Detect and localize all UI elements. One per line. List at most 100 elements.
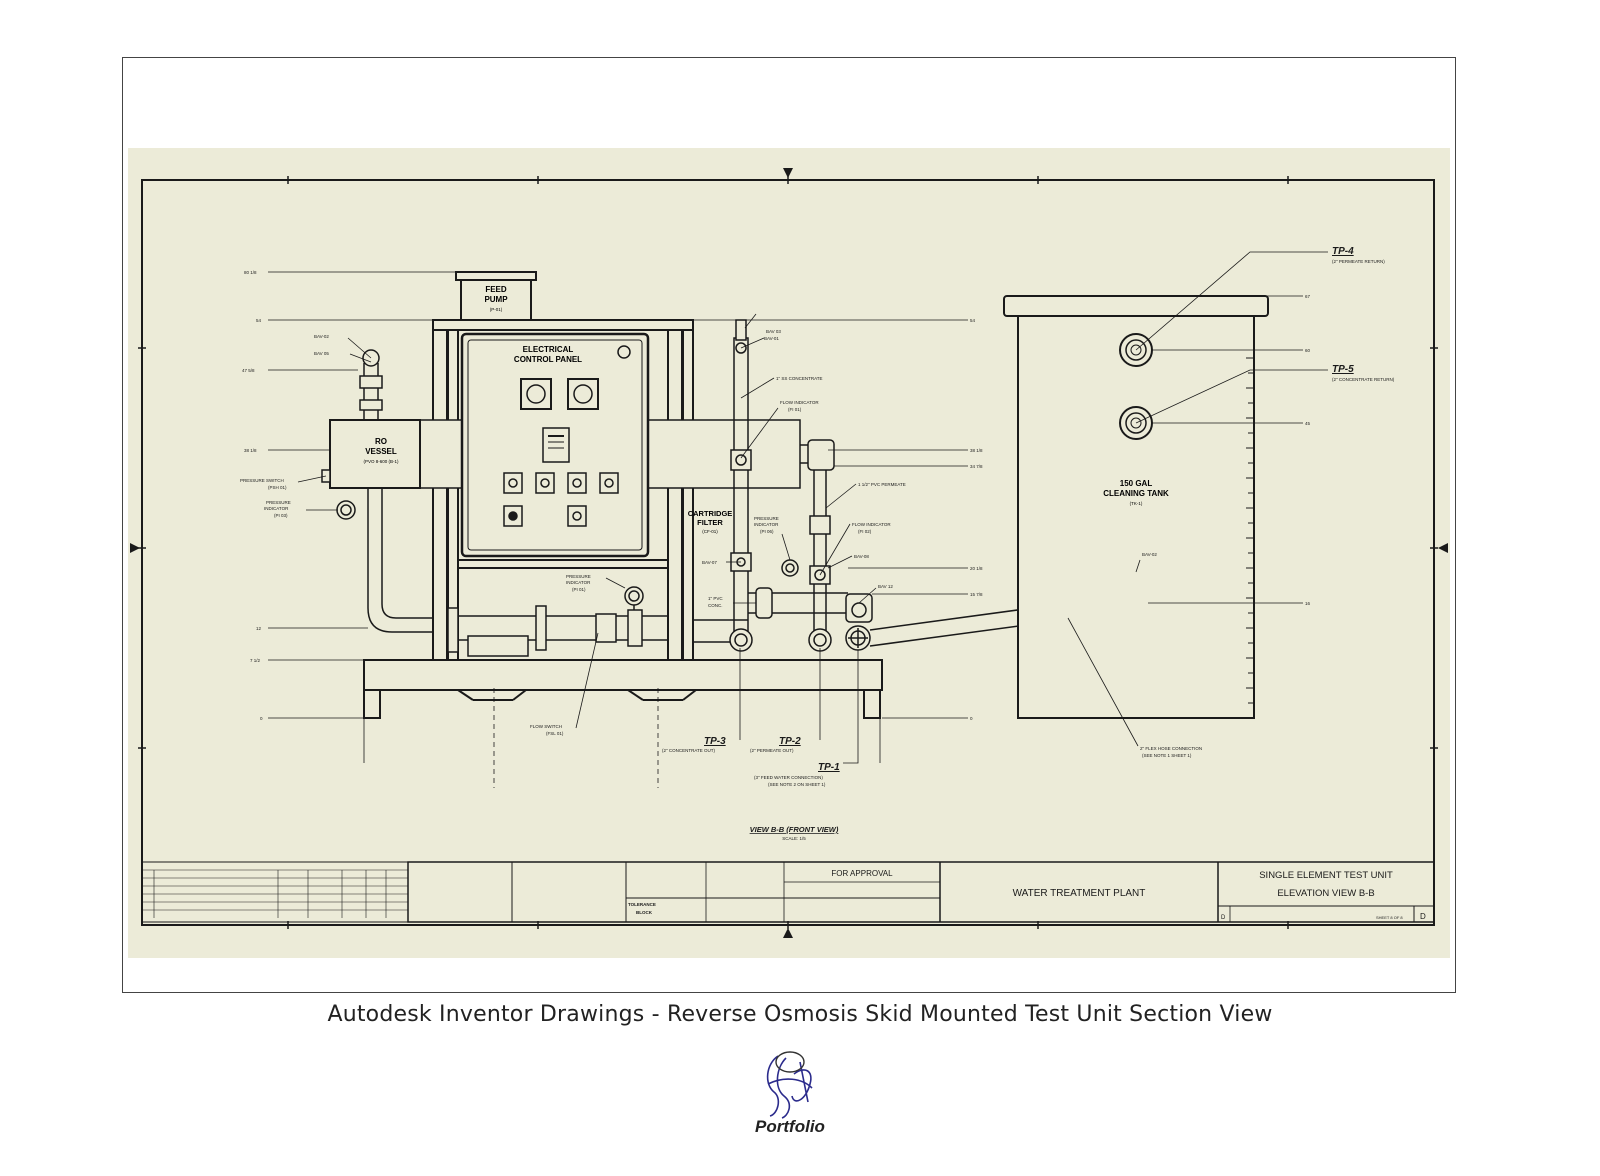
leader-lines xyxy=(297,251,1328,764)
switch-icon xyxy=(503,472,619,527)
svg-text:(FSL 01): (FSL 01) xyxy=(546,731,564,736)
svg-text:CONC.: CONC. xyxy=(708,603,723,608)
cartridge-tag: (CF-01) xyxy=(702,529,718,534)
feed-pump-label-2: PUMP xyxy=(484,295,508,304)
svg-text:1 1/2" PVC PERMEATE: 1 1/2" PVC PERMEATE xyxy=(858,482,906,487)
svg-text:INDICATOR: INDICATOR xyxy=(754,522,779,527)
sheet-size-small: D xyxy=(1221,915,1226,921)
svg-text:(FI 02): (FI 02) xyxy=(858,529,872,534)
svg-text:(2" PERMEATE RETURN): (2" PERMEATE RETURN) xyxy=(1332,259,1385,264)
dimension-values: 80 1/8 54 47 5/8 38 1/8 12 7 1/2 0 54 38… xyxy=(242,270,1311,721)
svg-text:12: 12 xyxy=(256,626,262,631)
svg-text:1" SS CONCENTRATE: 1" SS CONCENTRATE xyxy=(776,376,823,381)
tank-tag: (TK-1) xyxy=(1130,501,1143,506)
gauge-icon xyxy=(567,378,599,410)
feed-pump-tag: (P-01) xyxy=(490,307,503,312)
portfolio-logo: Portfolio xyxy=(755,1051,825,1136)
scale-label: SCALE: 1/5 xyxy=(782,836,806,841)
svg-text:45: 45 xyxy=(1305,421,1311,426)
svg-text:FLOW SWITCH: FLOW SWITCH xyxy=(530,724,562,729)
svg-text:BAV-02: BAV-02 xyxy=(1142,552,1157,557)
view-label: VIEW B-B (FRONT VIEW) xyxy=(750,825,839,834)
approval-status: FOR APPROVAL xyxy=(831,869,893,878)
drawing-subtitle: ELEVATION VIEW B-B xyxy=(1277,888,1374,899)
svg-text:80 1/8: 80 1/8 xyxy=(244,270,257,275)
signature-icon xyxy=(766,1055,813,1119)
svg-text:BAV-08: BAV-08 xyxy=(854,554,869,559)
feed-piping xyxy=(447,586,748,657)
sheet-size: D xyxy=(1420,912,1426,921)
dimension-lines xyxy=(268,271,1303,763)
svg-text:0: 0 xyxy=(970,716,973,721)
svg-text:BAV 05: BAV 05 xyxy=(314,351,329,356)
svg-text:(FI 01): (FI 01) xyxy=(788,407,802,412)
svg-text:0: 0 xyxy=(260,716,263,721)
engineering-drawing: FEED PUMP (P-01) RO VESSEL (PVO 8-600 (B… xyxy=(128,148,1450,958)
pressure-gauge-icon xyxy=(624,586,644,606)
svg-text:PRESSURE: PRESSURE xyxy=(266,500,291,505)
panel-label: ELECTRICAL xyxy=(523,345,574,354)
pressure-gauge-icon xyxy=(781,559,799,577)
svg-text:(SEE NOTE 1 SHEET 1): (SEE NOTE 1 SHEET 1) xyxy=(1142,753,1192,758)
svg-text:15 7/8: 15 7/8 xyxy=(970,592,983,597)
electrical-control-panel: ELECTRICAL CONTROL PANEL xyxy=(460,332,650,558)
svg-text:34 7/8: 34 7/8 xyxy=(970,464,983,469)
svg-text:16: 16 xyxy=(1305,601,1311,606)
ring-icon xyxy=(775,1051,805,1073)
drawing-title: SINGLE ELEMENT TEST UNIT xyxy=(1259,870,1393,881)
svg-text:BAV-02: BAV-02 xyxy=(314,334,329,339)
svg-text:BAV-07: BAV-07 xyxy=(702,560,717,565)
cleaning-tank: 150 GAL CLEANING TANK (TK-1) xyxy=(1003,295,1269,719)
skid-base xyxy=(363,659,883,719)
center-arrows xyxy=(130,168,1448,938)
sheet-number: SHEET 8 OF 8 xyxy=(1376,915,1403,920)
tp1-label: TP-1 xyxy=(818,762,840,773)
cartridge-label: CARTRIDGE xyxy=(688,509,733,518)
svg-text:PRESSURE: PRESSURE xyxy=(566,574,591,579)
svg-text:2" FLEX HOSE CONNECTION: 2" FLEX HOSE CONNECTION xyxy=(1140,746,1202,751)
indicator-light-icon xyxy=(617,345,631,359)
valve-icon xyxy=(808,628,832,652)
svg-text:54: 54 xyxy=(256,318,262,323)
feed-pump: FEED PUMP (P-01) xyxy=(455,271,537,321)
level-scale xyxy=(1246,357,1254,704)
hidden-centerlines xyxy=(493,688,659,788)
svg-text:(3" FEED WATER CONNECTION): (3" FEED WATER CONNECTION) xyxy=(754,775,823,780)
svg-text:BAV 12: BAV 12 xyxy=(878,584,893,589)
ro-vessel-label: RO xyxy=(375,437,387,446)
tp2-label: TP-2 xyxy=(779,736,801,747)
pressure-gauge-icon xyxy=(336,500,356,520)
svg-text:(2" CONCENTRATE RETURN): (2" CONCENTRATE RETURN) xyxy=(1332,377,1395,382)
ro-vessel-label-2: VESSEL xyxy=(365,447,397,456)
svg-text:PRESSURE SWITCH: PRESSURE SWITCH xyxy=(240,478,284,483)
svg-text:INDICATOR: INDICATOR xyxy=(566,580,591,585)
caption: Autodesk Inventor Drawings - Reverse Osm… xyxy=(327,1002,1273,1027)
svg-text:38 1/8: 38 1/8 xyxy=(244,448,257,453)
svg-text:(SEE NOTE 2 ON SHEET 1): (SEE NOTE 2 ON SHEET 1) xyxy=(768,782,826,787)
tp4-label: TP-4 xyxy=(1332,246,1354,257)
annotations: TP-4 (2" PERMEATE RETURN) TP-5 (2" CONCE… xyxy=(240,246,1395,841)
feed-pump-label: FEED xyxy=(485,285,507,294)
tank-label: 150 GAL xyxy=(1120,479,1153,488)
panel-label-2: CONTROL PANEL xyxy=(514,355,582,364)
svg-text:60: 60 xyxy=(1305,348,1311,353)
tolerance-label: TOLERANCE xyxy=(628,902,656,907)
svg-text:67: 67 xyxy=(1305,294,1311,299)
svg-text:FLOW INDICATOR: FLOW INDICATOR xyxy=(780,400,819,405)
svg-text:7 1/2: 7 1/2 xyxy=(250,658,261,663)
svg-text:BAV 03: BAV 03 xyxy=(766,329,781,334)
svg-text:20 1/8: 20 1/8 xyxy=(970,566,983,571)
svg-text:54: 54 xyxy=(970,318,976,323)
logo-text: Portfolio xyxy=(755,1117,825,1136)
svg-text:PRESSURE: PRESSURE xyxy=(754,516,779,521)
ro-vessel-tag: (PVO 8-600 (B-1) xyxy=(363,459,399,464)
svg-text:BAV-01: BAV-01 xyxy=(764,336,779,341)
svg-text:FLOW INDICATOR: FLOW INDICATOR xyxy=(852,522,891,527)
cartridge-label-2: FILTER xyxy=(697,518,723,527)
tp3-label: TP-3 xyxy=(704,736,726,747)
tank-label-2: CLEANING TANK xyxy=(1103,489,1169,498)
svg-text:(PSH 01): (PSH 01) xyxy=(268,485,287,490)
valve-icon xyxy=(729,628,753,652)
svg-text:38 1/8: 38 1/8 xyxy=(970,448,983,453)
display-icon xyxy=(542,427,570,463)
